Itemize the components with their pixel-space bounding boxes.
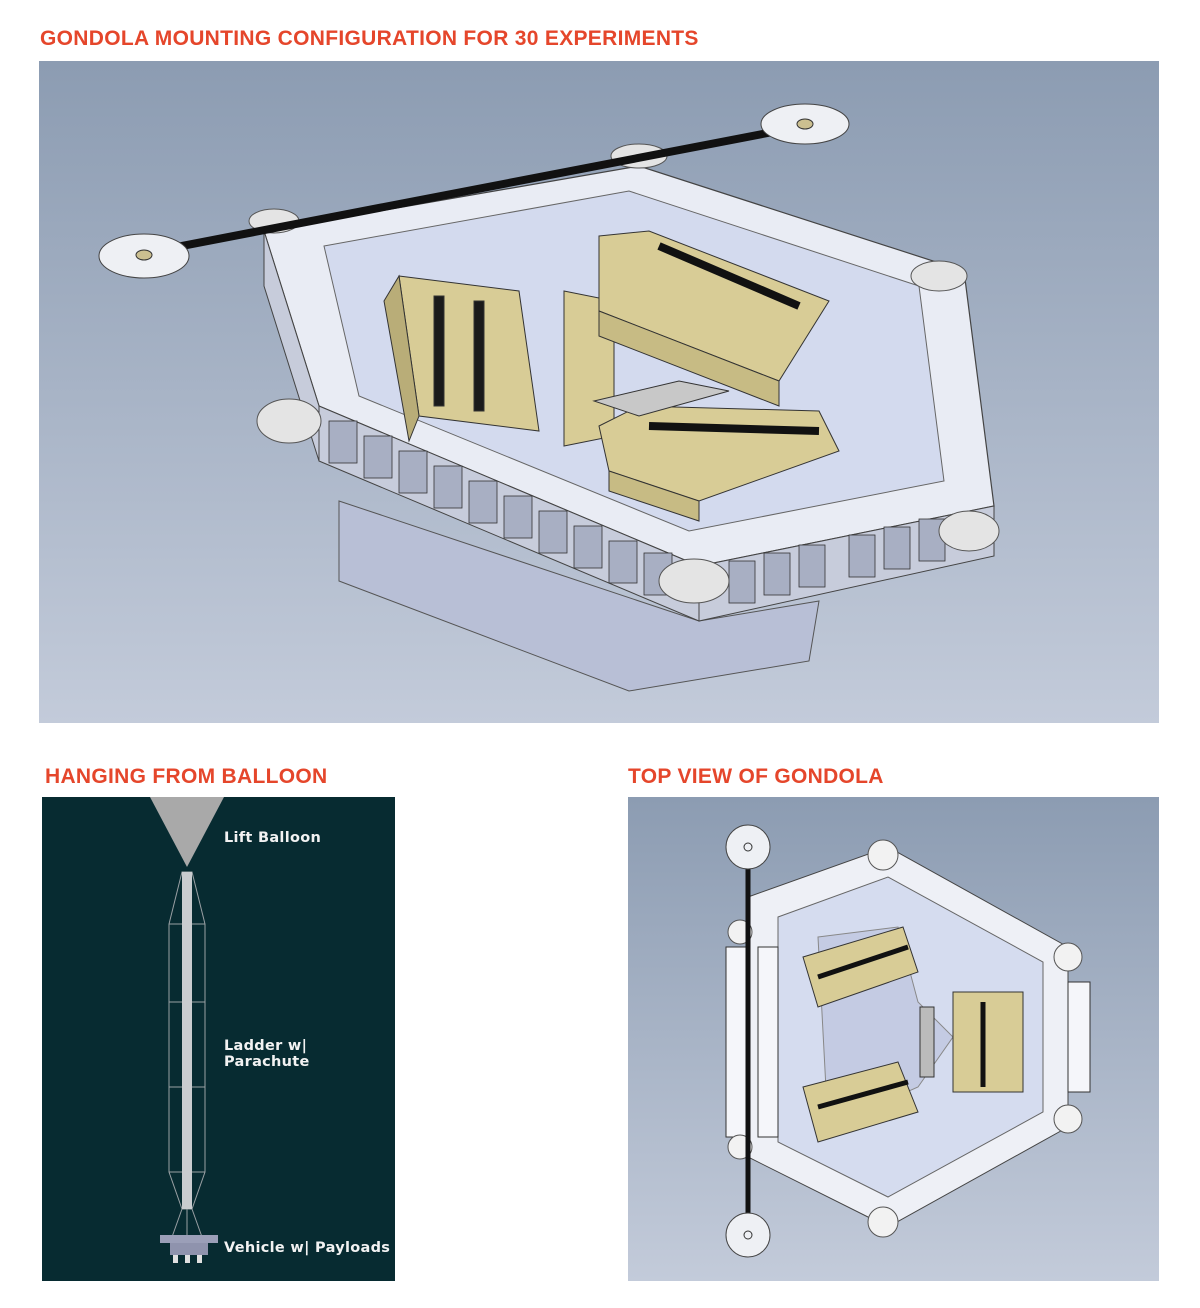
hanging-diagram: Lift Balloon Ladder w| Parachute Vehicle…	[42, 797, 395, 1281]
top-boom-disc-bottom	[725, 1212, 771, 1258]
vehicle	[160, 1235, 218, 1263]
label-vehicle: Vehicle w| Payloads	[224, 1240, 391, 1256]
top-view-title: TOP VIEW OF GONDOLA	[628, 765, 884, 788]
gondola-3d-render	[39, 61, 1159, 723]
label-ladder: Ladder w| Parachute	[224, 1038, 310, 1070]
boom-bar	[103, 122, 805, 265]
payload-boxes	[383, 230, 840, 522]
top-view-render	[628, 797, 1159, 1281]
lift-balloon	[150, 797, 224, 867]
hanging-title: HANGING FROM BALLOON	[45, 765, 328, 788]
label-lift-balloon: Lift Balloon	[224, 830, 322, 846]
top-boom-disc-top	[725, 824, 771, 870]
main-title: GONDOLA MOUNTING CONFIGURATION FOR 30 EX…	[40, 27, 699, 50]
